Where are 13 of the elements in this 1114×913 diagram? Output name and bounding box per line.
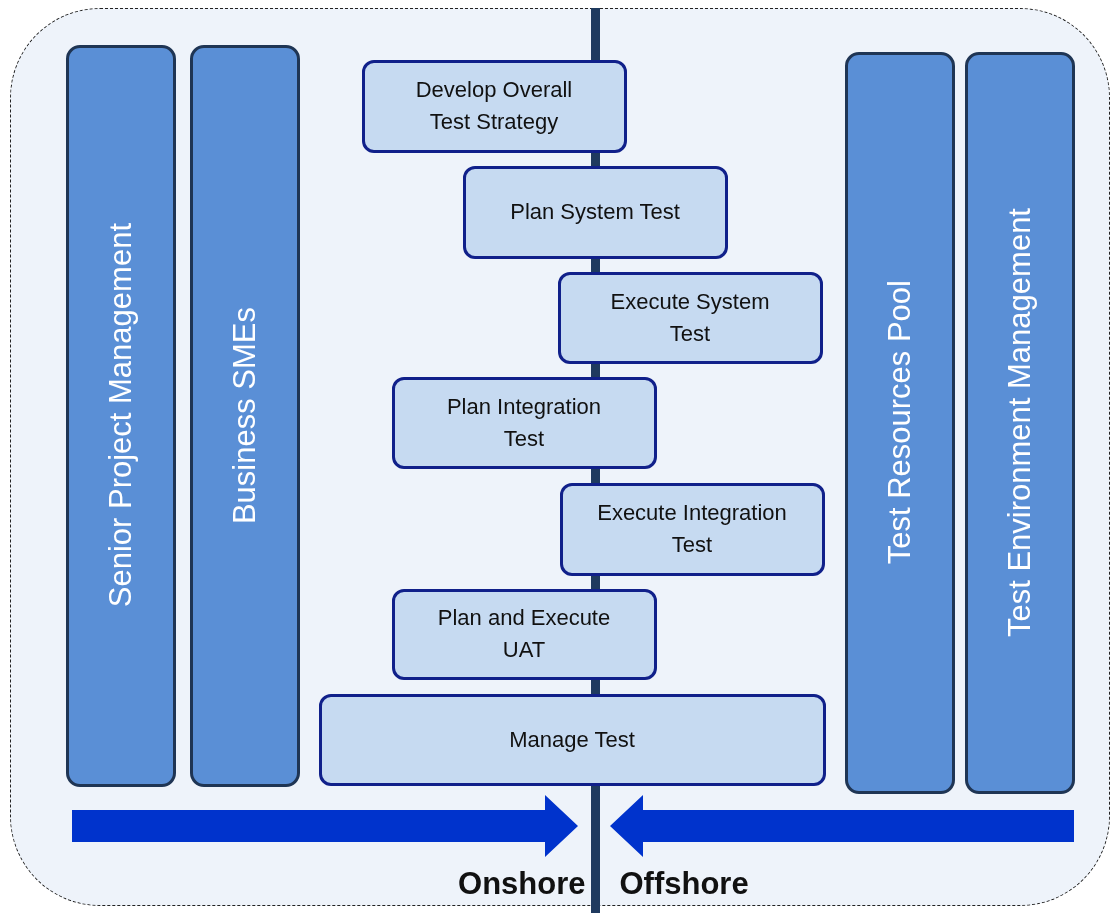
role-column: Test Environment Management	[964, 51, 1075, 794]
process-box: Develop Overall Test Strategy	[361, 59, 627, 153]
process-box: Manage Test	[318, 693, 826, 786]
process-box: Execute System Test	[557, 271, 823, 364]
process-box: Execute Integration Test	[559, 482, 825, 576]
role-column: Test Resources Pool	[844, 51, 955, 794]
process-box: Plan Integration Test	[391, 376, 657, 469]
role-column: Business SMEs	[189, 44, 300, 787]
process-box: Plan System Test	[462, 165, 728, 259]
process-box: Plan and Execute UAT	[391, 588, 657, 680]
region-label: Offshore	[619, 865, 749, 902]
role-column: Senior Project Management	[65, 44, 176, 787]
region-label: Onshore	[458, 865, 586, 902]
